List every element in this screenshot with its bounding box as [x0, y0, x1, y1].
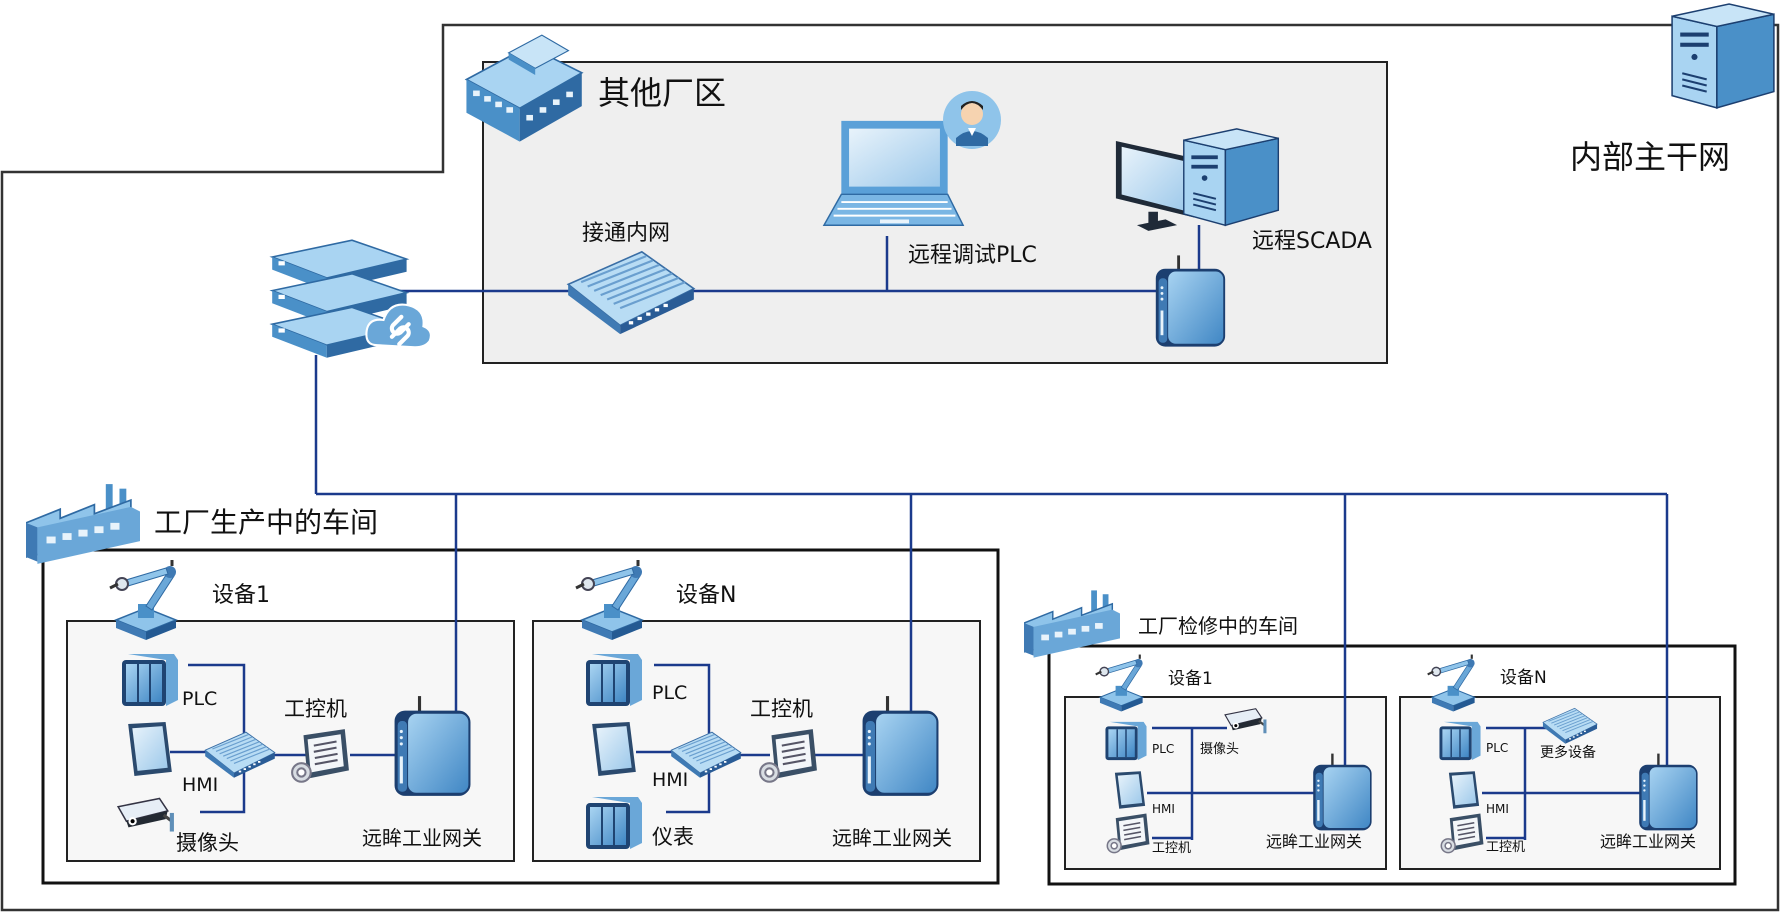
hmi-icon [592, 721, 636, 777]
gateway-label: 远眸工业网关 [1266, 832, 1362, 851]
plc-label: PLC [182, 688, 217, 710]
backbone-boundary [0, 23, 1780, 912]
backbone-server-icon [1671, 2, 1775, 109]
other-zone-title: 其他厂区 [598, 74, 726, 112]
hmi-label: HMI [1152, 802, 1175, 816]
device-title: 设备N [1500, 668, 1547, 688]
camera-label: 摄像头 [176, 831, 239, 855]
gateway-icon [1311, 752, 1373, 832]
meter-icon [585, 796, 643, 850]
plc-label: PLC [1152, 742, 1174, 756]
plc-label: PLC [1486, 741, 1508, 755]
device-title: 设备1 [212, 583, 270, 608]
device-title: 设备1 [1168, 669, 1213, 689]
gateway-icon [860, 694, 940, 798]
camera-label: 摄像头 [1200, 742, 1239, 757]
plc-icon [585, 653, 643, 707]
backbone-label: 内部主干网 [1570, 138, 1730, 176]
cloud-server-icon [272, 240, 431, 358]
laptop-icon [822, 119, 965, 227]
hmi-icon [1448, 771, 1480, 809]
device-title: 设备N [676, 583, 736, 608]
plc-icon [121, 653, 179, 707]
scada-tower-icon [1182, 127, 1280, 227]
switch-label: 接通内网 [582, 221, 670, 246]
meter-label: 仪表 [652, 825, 694, 849]
hmi-icon [128, 721, 172, 777]
gateway-label: 远眸工业网关 [1600, 832, 1696, 851]
scada-label: 远程SCADA [1252, 229, 1372, 254]
ipc-label: 工控机 [750, 697, 813, 721]
plc-icon [1438, 721, 1482, 761]
gateway-icon [392, 694, 472, 798]
hmi-label: HMI [182, 774, 218, 796]
user-avatar-icon [943, 91, 1001, 149]
hmi-icon [1114, 771, 1146, 809]
ipc-label: 工控机 [284, 697, 347, 721]
hmi-label: HMI [1486, 802, 1509, 816]
ipc-label: 工控机 [1486, 840, 1525, 855]
maintenance-title: 工厂检修中的车间 [1138, 614, 1298, 638]
production-title: 工厂生产中的车间 [154, 506, 378, 539]
gateway-icon [1637, 752, 1699, 832]
gateway-label: 远眸工业网关 [832, 826, 952, 850]
plc-icon [1104, 721, 1148, 761]
gateway-label: 远眸工业网关 [362, 826, 482, 850]
zone-gateway-icon [1154, 253, 1226, 349]
plc-label: PLC [652, 682, 687, 704]
hmi-label: HMI [652, 769, 688, 791]
laptop-label: 远程调试PLC [908, 243, 1037, 268]
ipc-label: 工控机 [1152, 841, 1191, 856]
network-links [170, 225, 1669, 840]
more-devices-label: 更多设备 [1540, 744, 1596, 761]
